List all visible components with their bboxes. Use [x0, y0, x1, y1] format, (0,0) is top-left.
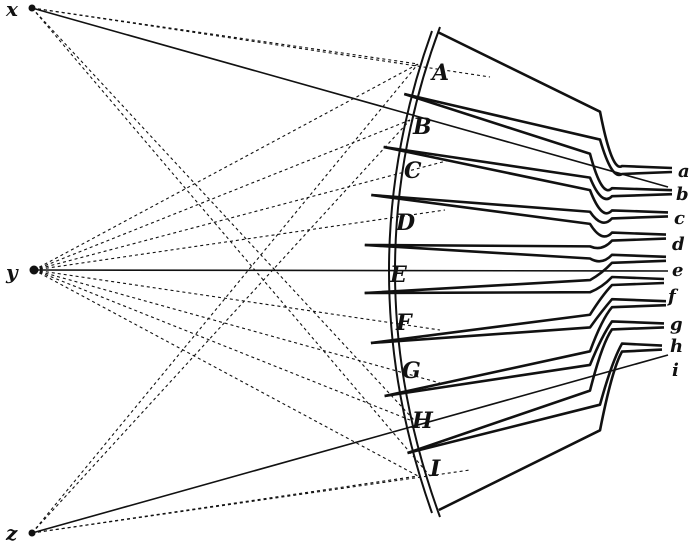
- ray-z-to-A: [31, 63, 419, 534]
- ray-x-to-b: [31, 7, 669, 188]
- tube-label-f: f: [666, 286, 679, 307]
- ommatidium-tube: [364, 243, 667, 295]
- ray-x-to-H: [31, 7, 415, 421]
- ray-x-to-I: [31, 7, 431, 477]
- ray-z-to-h: [31, 354, 669, 534]
- point-z-dot: [28, 529, 36, 537]
- tube-label-h: h: [670, 336, 683, 357]
- segment-label-a: A: [430, 60, 449, 86]
- ray-y-to-G: [33, 269, 441, 384]
- tube-label-b: b: [676, 184, 689, 205]
- tube-label-e: e: [672, 260, 683, 281]
- ray-z-to-I: [31, 475, 419, 534]
- tube-label-i: i: [672, 360, 679, 381]
- ommatidium-tube: [370, 297, 667, 398]
- segment-label-h: H: [411, 408, 434, 434]
- point-x-dot: [28, 4, 36, 12]
- ommatidium-tube: [364, 193, 667, 250]
- ray-z-to-I-tip: [31, 469, 471, 534]
- tube-label-a: a: [678, 161, 690, 182]
- solid-rays: [31, 7, 669, 534]
- ray-y-to-I: [33, 269, 419, 477]
- ray-y-to-e: [33, 269, 669, 272]
- tube-label-d: d: [672, 234, 685, 255]
- ray-z-to-B: [31, 119, 411, 534]
- point-x-label: x: [5, 0, 19, 21]
- ommatidium-tube: [371, 145, 669, 224]
- ray-y-to-D: [33, 209, 446, 271]
- ommatidium-tube: [383, 92, 673, 201]
- ray-x-to-A: [31, 7, 419, 65]
- ray-y-to-C: [33, 159, 451, 271]
- tube-label-c: c: [674, 208, 685, 229]
- dashed-rays: [31, 7, 491, 534]
- ommatidia: [364, 30, 673, 512]
- segment-label-f: F: [395, 310, 413, 336]
- point-y-dot: [29, 265, 39, 275]
- segment-label-g: G: [402, 358, 421, 384]
- point-y-label: y: [5, 260, 19, 284]
- segment-label-c: C: [404, 158, 422, 184]
- segment-label-b: B: [412, 114, 432, 140]
- tube-label-g: g: [670, 314, 683, 335]
- ommatidium-tube: [364, 275, 665, 345]
- segment-label-i: I: [429, 456, 441, 482]
- segment-label-d: D: [395, 210, 415, 236]
- point-z-label: z: [5, 521, 18, 541]
- source-points: [28, 4, 39, 537]
- ray-y-to-H: [33, 269, 411, 421]
- segment-label-e: E: [389, 262, 408, 288]
- ommatidium-tube: [384, 320, 665, 455]
- ray-y-to-B: [33, 119, 411, 271]
- ray-y-to-A: [33, 63, 419, 271]
- ommatidium-tube: [407, 342, 663, 512]
- ommatidium-tube: [403, 30, 673, 177]
- ray-x-to-A-tip: [31, 7, 491, 78]
- ray-y-to-F: [33, 269, 441, 331]
